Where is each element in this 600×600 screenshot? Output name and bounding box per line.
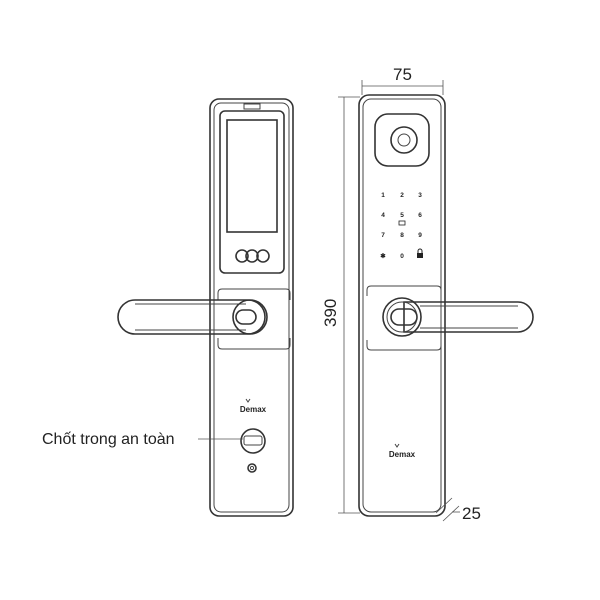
back-logo: Demax xyxy=(240,405,267,414)
back-handle-edge xyxy=(135,303,246,331)
handle-base-bottom xyxy=(217,338,291,350)
front-handle-knob xyxy=(390,308,418,326)
handle-base-top xyxy=(217,288,291,300)
lock-icon xyxy=(417,253,423,258)
back-view: Demax Chốt trong an toàn xyxy=(42,98,294,517)
bell-icon xyxy=(398,220,406,226)
camera-lens-inner xyxy=(397,133,411,147)
depth-label: 25 xyxy=(462,504,481,523)
safety-latch-knob xyxy=(240,428,266,454)
safety-latch-grip xyxy=(243,435,263,446)
back-handle-lever xyxy=(117,299,266,335)
display-screen xyxy=(226,119,278,233)
key-4[interactable]: 4 xyxy=(381,212,385,219)
key-9[interactable]: 9 xyxy=(418,232,422,239)
depth-leader-bottom xyxy=(442,505,460,522)
front-handle-lever xyxy=(403,301,534,333)
key-3[interactable]: 3 xyxy=(418,192,422,199)
key-6[interactable]: 6 xyxy=(418,212,422,219)
front-handle-edge xyxy=(420,305,518,329)
key-8[interactable]: 8 xyxy=(400,232,404,239)
height-label: 390 xyxy=(321,299,340,327)
front-view: 1 2 3 4 5 6 7 8 9 ✱ 0 xyxy=(358,94,534,517)
lock-icon-shackle xyxy=(417,248,423,253)
key-7[interactable]: 7 xyxy=(381,232,385,239)
back-handle-knob xyxy=(235,309,257,325)
key-5[interactable]: 5 xyxy=(400,212,404,219)
control-button-1 xyxy=(235,249,249,263)
camera-lens xyxy=(390,126,418,154)
control-button-2 xyxy=(245,249,259,263)
back-plate-outline xyxy=(209,98,294,517)
back-logo-mark xyxy=(245,398,251,403)
camera-housing xyxy=(374,113,430,167)
key-cylinder-core xyxy=(249,465,255,471)
front-handle-hub xyxy=(382,297,422,337)
key-0[interactable]: 0 xyxy=(400,253,404,260)
front-handle-base-bottom xyxy=(366,340,442,351)
keypad: 1 2 3 4 5 6 7 8 9 ✱ 0 xyxy=(380,192,423,260)
screen-housing xyxy=(219,110,285,274)
key-1[interactable]: 1 xyxy=(381,192,385,199)
dimension-width: 75 xyxy=(361,65,444,95)
key-2[interactable]: 2 xyxy=(400,192,404,199)
key-cylinder xyxy=(247,463,257,473)
width-label: 75 xyxy=(393,65,412,84)
back-handle-hub xyxy=(232,299,268,335)
front-handle-base-top xyxy=(366,285,442,296)
safety-latch-label: Chốt trong an toàn xyxy=(42,431,175,448)
front-logo: Demax xyxy=(389,450,416,459)
top-tab xyxy=(243,103,261,110)
front-logo-mark xyxy=(394,443,400,448)
key-star[interactable]: ✱ xyxy=(380,252,386,260)
key-lock[interactable] xyxy=(417,248,423,258)
dimension-height: 390 xyxy=(321,96,360,514)
key-5-sub-icon xyxy=(398,220,406,226)
control-button-3 xyxy=(256,249,270,263)
dimension-depth: 25 xyxy=(435,497,481,523)
back-plate-inner-outline xyxy=(213,102,290,513)
depth-leader-top xyxy=(435,497,453,514)
